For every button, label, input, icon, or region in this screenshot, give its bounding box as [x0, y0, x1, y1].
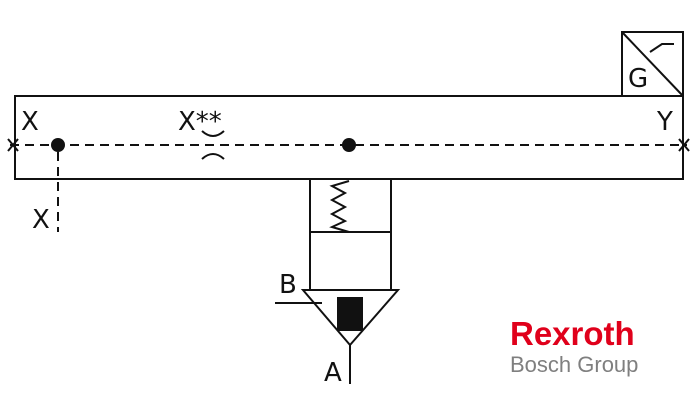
- valve-body: [14, 95, 684, 180]
- cartridge-valve: [275, 179, 401, 384]
- junction-dot-left: [51, 138, 65, 152]
- poppet-seat: [300, 289, 401, 347]
- port-y-label: Y: [656, 107, 673, 137]
- orifice-icon: [201, 130, 225, 160]
- end-cross-right: [678, 138, 690, 152]
- junction-dot-center: [342, 138, 356, 152]
- port-x-left-label: X: [21, 107, 39, 137]
- gauge-label: G: [628, 64, 648, 94]
- poppet: [337, 297, 363, 331]
- port-x-bottom-label: X: [32, 205, 50, 235]
- brand-logo-group: Bosch Group: [510, 352, 638, 377]
- port-x-star-label: X**: [178, 107, 222, 137]
- port-b-label: B: [279, 270, 297, 300]
- spring-icon: [329, 180, 350, 233]
- gauge-icon: [621, 31, 684, 97]
- port-a-label: A: [324, 358, 342, 388]
- brand-logo-name: Rexroth: [510, 315, 635, 352]
- end-cross-left: [7, 138, 19, 152]
